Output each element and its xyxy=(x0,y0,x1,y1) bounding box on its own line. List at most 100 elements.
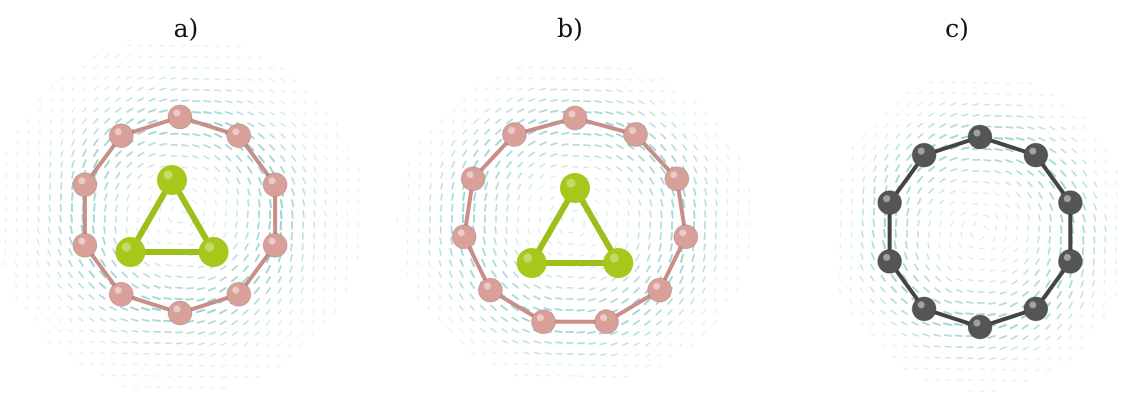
current-arrow xyxy=(550,153,558,157)
current-arrow xyxy=(5,162,8,168)
current-arrow xyxy=(137,140,145,146)
current-arrow xyxy=(610,298,618,304)
current-arrow xyxy=(187,254,194,257)
current-arrow xyxy=(715,122,719,127)
current-arrow xyxy=(561,154,569,157)
current-arrow xyxy=(438,259,442,267)
current-arrow xyxy=(923,344,930,348)
current-arrow xyxy=(616,144,624,150)
current-arrow xyxy=(588,342,596,345)
current-arrow xyxy=(291,188,295,197)
current-arrow xyxy=(302,155,307,161)
current-arrow xyxy=(38,107,42,113)
current-arrow xyxy=(144,385,150,388)
current-arrow xyxy=(588,298,596,302)
current-arrow xyxy=(1080,269,1084,277)
current-arrow xyxy=(539,98,547,102)
current-arrow xyxy=(1022,280,1029,286)
current-arrow xyxy=(917,208,921,216)
current-arrow xyxy=(269,155,276,163)
current-arrow xyxy=(418,162,421,168)
current-arrow xyxy=(623,364,629,368)
current-arrow xyxy=(917,175,924,183)
current-arrow xyxy=(417,239,420,245)
current-arrow xyxy=(594,133,603,137)
current-arrow xyxy=(616,67,622,70)
current-arrow xyxy=(170,88,178,91)
current-arrow xyxy=(1059,180,1067,189)
current-arrow xyxy=(302,100,307,105)
current-arrow xyxy=(186,342,194,346)
current-arrow xyxy=(1046,357,1051,361)
current-arrow xyxy=(69,225,73,234)
current-arrow xyxy=(587,309,596,313)
current-arrow xyxy=(27,140,30,146)
current-arrow xyxy=(428,261,431,267)
current-arrow xyxy=(46,317,51,322)
panel-a: a) xyxy=(0,0,372,403)
current-arrow xyxy=(704,122,709,127)
current-arrow xyxy=(1102,313,1106,319)
current-arrow xyxy=(862,134,866,139)
ring-atom xyxy=(877,248,903,274)
current-arrow xyxy=(1027,104,1033,107)
ring-atom-highlight xyxy=(883,195,891,203)
current-arrow xyxy=(555,297,563,300)
current-arrow xyxy=(1001,258,1007,263)
current-arrow xyxy=(605,155,613,160)
current-arrow xyxy=(682,111,687,116)
current-arrow xyxy=(891,355,897,359)
current-arrow xyxy=(100,373,106,377)
current-arrow xyxy=(704,177,708,185)
current-arrow xyxy=(1071,170,1077,177)
current-arrow xyxy=(589,276,596,280)
current-arrow xyxy=(679,331,684,336)
ring-atom xyxy=(911,142,937,168)
current-arrow xyxy=(533,284,541,289)
core-triangle xyxy=(516,173,634,278)
current-arrow xyxy=(473,203,476,212)
current-arrow xyxy=(277,287,282,294)
current-arrow xyxy=(313,144,318,150)
current-arrow xyxy=(300,309,304,315)
current-arrow xyxy=(1044,313,1051,320)
current-arrow xyxy=(153,273,161,278)
current-arrow xyxy=(681,187,687,197)
current-arrow xyxy=(71,118,76,124)
current-arrow xyxy=(943,334,952,337)
current-arrow xyxy=(873,186,877,194)
current-arrow xyxy=(895,164,901,172)
current-arrow xyxy=(16,140,19,146)
current-arrow xyxy=(137,163,144,168)
current-arrow xyxy=(165,263,172,267)
current-arrow xyxy=(998,335,1007,340)
current-arrow xyxy=(583,155,591,158)
current-arrow xyxy=(1022,335,1029,341)
current-arrow xyxy=(38,172,41,179)
current-arrow xyxy=(969,232,974,238)
current-arrow xyxy=(890,297,897,304)
current-arrow xyxy=(99,270,107,279)
current-arrow xyxy=(450,236,453,245)
current-arrow xyxy=(550,206,554,212)
current-arrow xyxy=(983,181,990,184)
panel-b: b) xyxy=(385,0,755,403)
current-arrow xyxy=(242,265,249,273)
current-arrow xyxy=(605,111,614,115)
current-arrow xyxy=(232,364,238,368)
current-arrow xyxy=(1016,214,1019,220)
current-arrow xyxy=(14,283,18,289)
current-arrow xyxy=(1005,159,1014,164)
current-arrow xyxy=(1049,214,1053,222)
current-arrow xyxy=(517,172,523,179)
current-arrow xyxy=(82,86,87,91)
current-arrow xyxy=(449,248,453,256)
current-arrow xyxy=(313,210,316,218)
current-arrow xyxy=(912,344,919,348)
current-arrow xyxy=(324,199,327,206)
current-arrow xyxy=(544,352,552,355)
current-arrow xyxy=(937,253,941,260)
current-arrow xyxy=(236,45,242,48)
current-arrow xyxy=(616,199,620,205)
current-arrow xyxy=(495,87,501,91)
